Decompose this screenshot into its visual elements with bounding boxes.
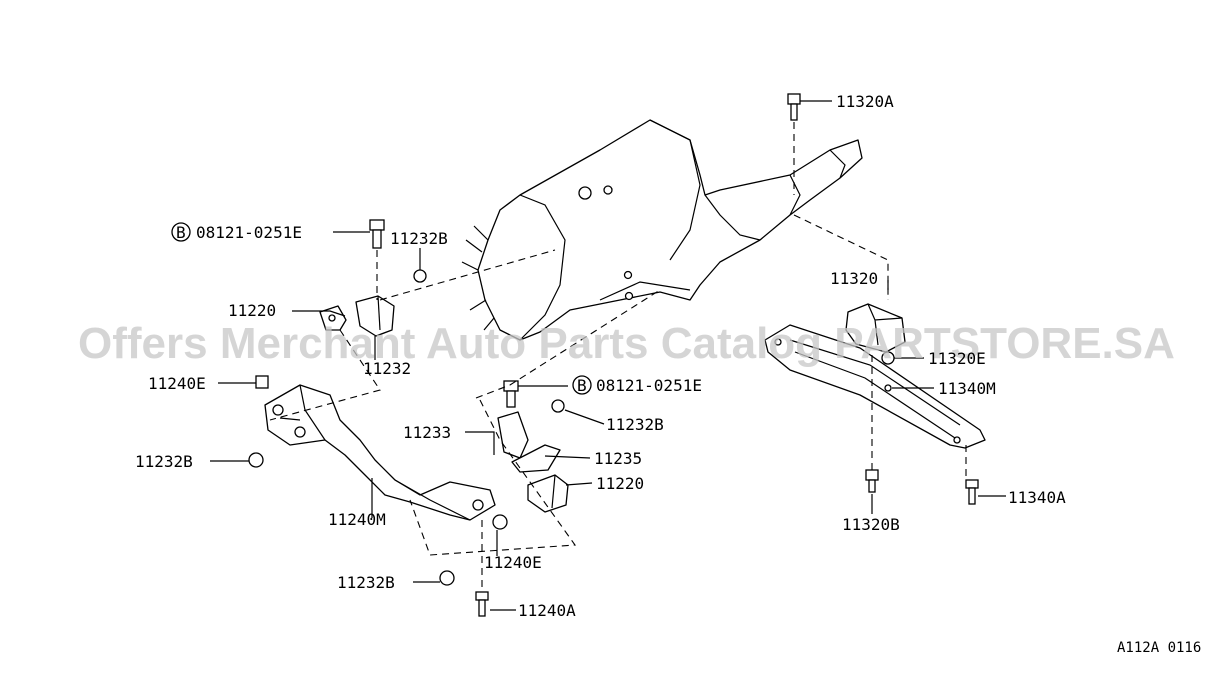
right-insulator bbox=[497, 411, 569, 513]
label-11340M[interactable]: 11340M bbox=[938, 379, 996, 398]
label-11232B-bottom[interactable]: 11232B bbox=[337, 573, 395, 592]
label-11320E[interactable]: 11320E bbox=[928, 349, 986, 368]
bolt-symbol-top: B bbox=[171, 222, 191, 242]
leader-lines bbox=[210, 100, 1006, 611]
bolt-symbol-label: B bbox=[176, 223, 186, 242]
fasteners bbox=[248, 93, 979, 617]
label-11232B-top[interactable]: 11232B bbox=[390, 229, 448, 248]
label-11235[interactable]: 11235 bbox=[594, 449, 642, 468]
engine-mount-bracket bbox=[264, 384, 496, 521]
label-11220-mid[interactable]: 11220 bbox=[596, 474, 644, 493]
label-11220-left[interactable]: 11220 bbox=[228, 301, 276, 320]
left-insulator bbox=[319, 295, 395, 337]
bolt-symbol-mid: B bbox=[572, 375, 592, 395]
label-08121-top[interactable]: 08121-0251E bbox=[196, 223, 302, 242]
label-11232B-mid[interactable]: 11232B bbox=[606, 415, 664, 434]
label-11320A[interactable]: 11320A bbox=[836, 92, 894, 111]
bolt-symbol-label-mid: B bbox=[577, 376, 587, 395]
label-11233[interactable]: 11233 bbox=[403, 423, 451, 442]
label-11240E-bottom[interactable]: 11240E bbox=[484, 553, 542, 572]
assembly-guide-lines bbox=[269, 122, 967, 590]
watermark-text: Offers Merchant Auto Parts Catalog PARTS… bbox=[78, 319, 1175, 368]
crossmember-assembly bbox=[764, 303, 986, 449]
label-11240M[interactable]: 11240M bbox=[328, 510, 386, 529]
label-11240E-left[interactable]: 11240E bbox=[148, 374, 206, 393]
diagram-code: A112A 0116 bbox=[1117, 640, 1201, 656]
label-11340A[interactable]: 11340A bbox=[1008, 488, 1066, 507]
label-11232B-left[interactable]: 11232B bbox=[135, 452, 193, 471]
transmission-assembly bbox=[461, 119, 863, 341]
label-11320B[interactable]: 11320B bbox=[842, 515, 900, 534]
label-11320[interactable]: 11320 bbox=[830, 269, 878, 288]
label-11232[interactable]: 11232 bbox=[363, 359, 411, 378]
label-08121-mid[interactable]: 08121-0251E bbox=[596, 376, 702, 395]
label-11240A[interactable]: 11240A bbox=[518, 601, 576, 620]
